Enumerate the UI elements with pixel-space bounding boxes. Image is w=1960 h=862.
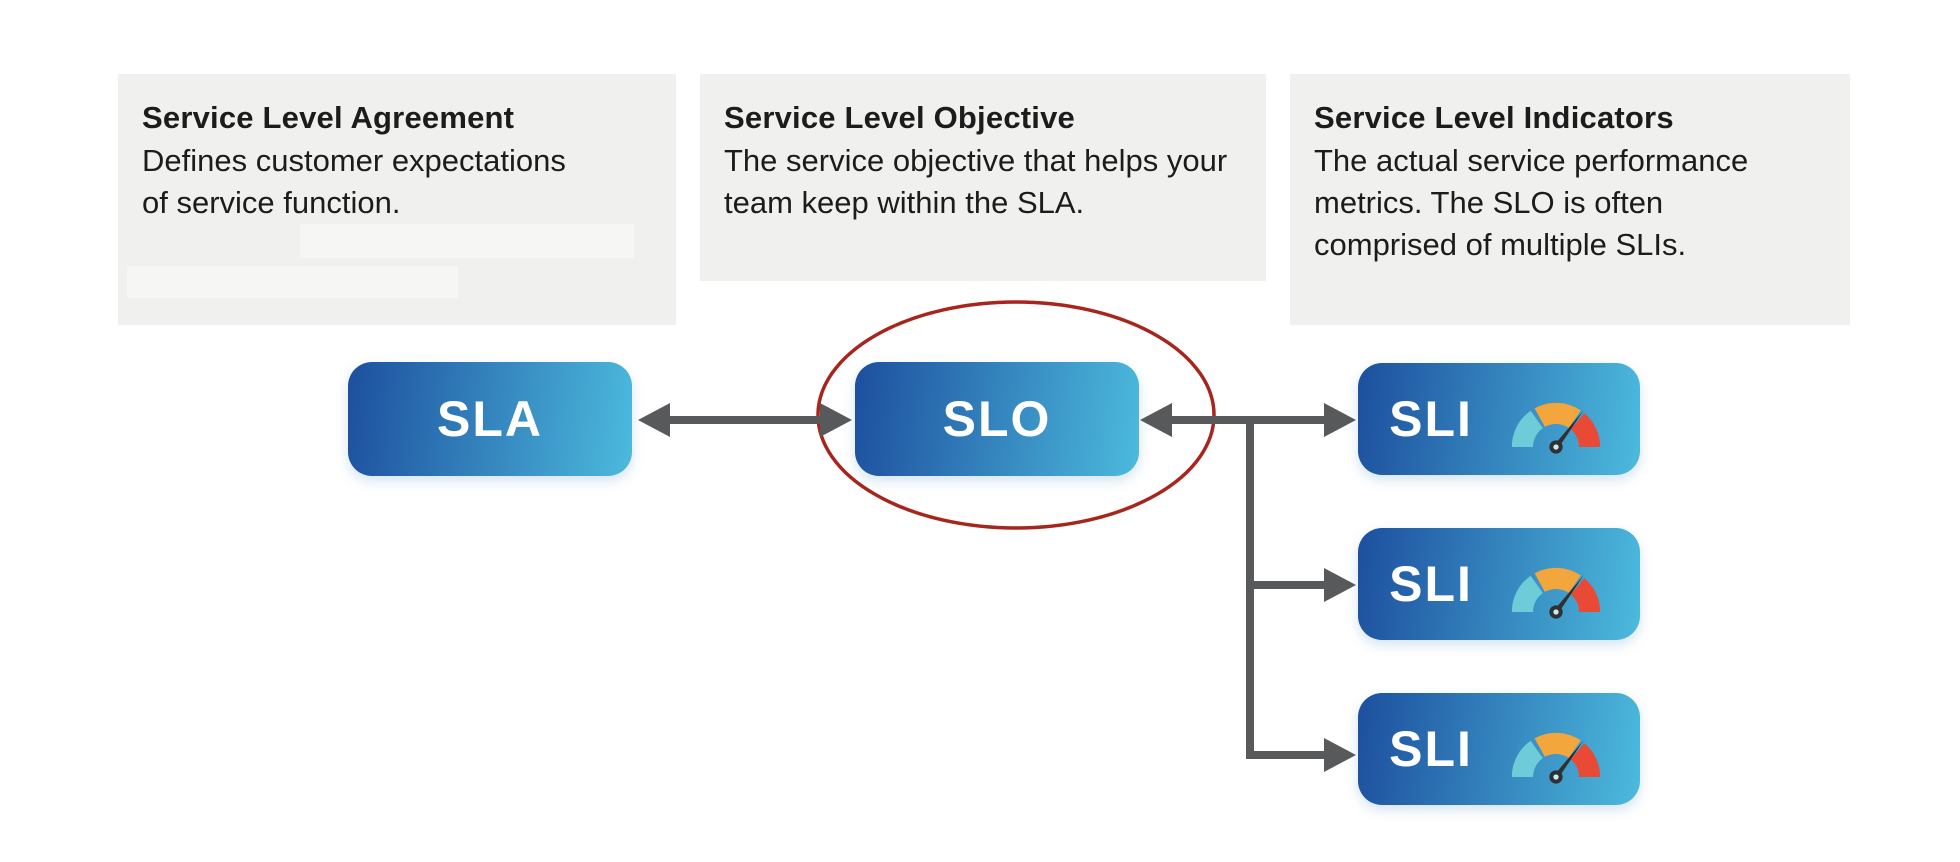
speedometer-gauge-icon	[1511, 567, 1601, 619]
speedometer-gauge-icon	[1511, 402, 1601, 454]
speedometer-gauge-icon	[1511, 732, 1601, 784]
node-sli-2: SLI	[1358, 528, 1640, 640]
card-description: The service objective that helps your te…	[724, 143, 1228, 220]
redacted-area	[300, 224, 634, 258]
card-service-level-agreement: Service Level Agreement Defines customer…	[118, 74, 676, 325]
redacted-area	[127, 266, 458, 298]
node-sli-3: SLI	[1358, 693, 1640, 805]
node-label: SLA	[437, 391, 543, 447]
node-sli-1: SLI	[1358, 363, 1640, 475]
node-label: SLO	[942, 391, 1052, 447]
node-label: SLI	[1389, 721, 1473, 777]
node-label: SLI	[1389, 391, 1473, 447]
node-label: SLI	[1389, 556, 1473, 612]
slo-sli-branch-connector	[1140, 403, 1356, 772]
node-sla: SLA	[348, 362, 632, 476]
card-description: The actual service performance metrics. …	[1314, 143, 1749, 262]
card-title: Service Level Objective	[724, 100, 1075, 135]
sla-slo-double-arrow	[638, 403, 852, 437]
card-description: Defines customer expectations of service…	[142, 143, 566, 220]
card-title: Service Level Agreement	[142, 100, 515, 135]
card-service-level-indicators: Service Level Indicators The actual serv…	[1290, 74, 1850, 325]
card-service-level-objective: Service Level Objective The service obje…	[700, 74, 1266, 281]
node-slo: SLO	[855, 362, 1139, 476]
card-title: Service Level Indicators	[1314, 100, 1674, 135]
